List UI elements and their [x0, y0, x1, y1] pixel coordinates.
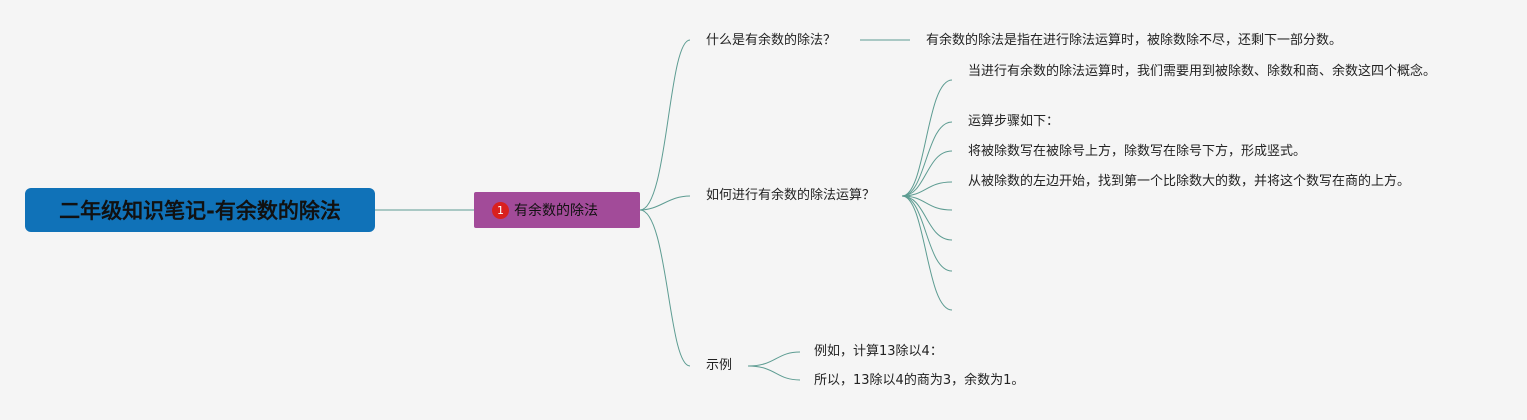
topic-how-to[interactable]: 如何进行有余数的除法运算？: [706, 188, 876, 203]
priority-1-icon: 1: [492, 201, 509, 219]
link-how-child-1: [901, 79, 953, 197]
link-example-child-1: [747, 351, 801, 367]
topic-how-child[interactable]: 将被除数写在被除号上方，除数写在除号下方，形成竖式。: [968, 144, 1307, 159]
main-topic[interactable]: 1 有余数的除法: [474, 192, 640, 228]
link-main-what: [639, 39, 691, 211]
link-main-how: [639, 195, 691, 211]
link-main-example: [639, 209, 691, 367]
topic-example-child[interactable]: 例如，计算13除以4：: [814, 344, 943, 359]
topic-what-is[interactable]: 什么是有余数的除法？: [706, 33, 837, 48]
topic-what-is-detail[interactable]: 有余数的除法是指在进行除法运算时，被除数除不尽，还剩下一部分数。: [926, 33, 1343, 48]
link-how-child-2: [901, 121, 953, 197]
link-example-child-2: [747, 365, 801, 381]
topic-how-child[interactable]: 运算步骤如下：: [968, 114, 1060, 129]
topic-how-child[interactable]: 当进行有余数的除法运算时，我们需要用到被除数、除数和商、余数这四个概念。: [968, 64, 1437, 79]
link-how-child-6: [901, 195, 953, 241]
link-how-child-3: [901, 150, 953, 197]
main-topic-label: 有余数的除法: [514, 203, 598, 219]
root-topic[interactable]: 二年级知识笔记-有余数的除法: [25, 188, 375, 232]
link-how-child-8: [901, 195, 953, 311]
link-how-child-4: [901, 181, 953, 197]
topic-example-child[interactable]: 所以，13除以4的商为3，余数为1。: [814, 373, 1025, 388]
topic-how-child[interactable]: 从被除数的左边开始，找到第一个比除数大的数，并将这个数写在商的上方。: [968, 174, 1411, 189]
topic-example[interactable]: 示例: [706, 358, 733, 373]
link-how-child-7: [901, 195, 953, 272]
